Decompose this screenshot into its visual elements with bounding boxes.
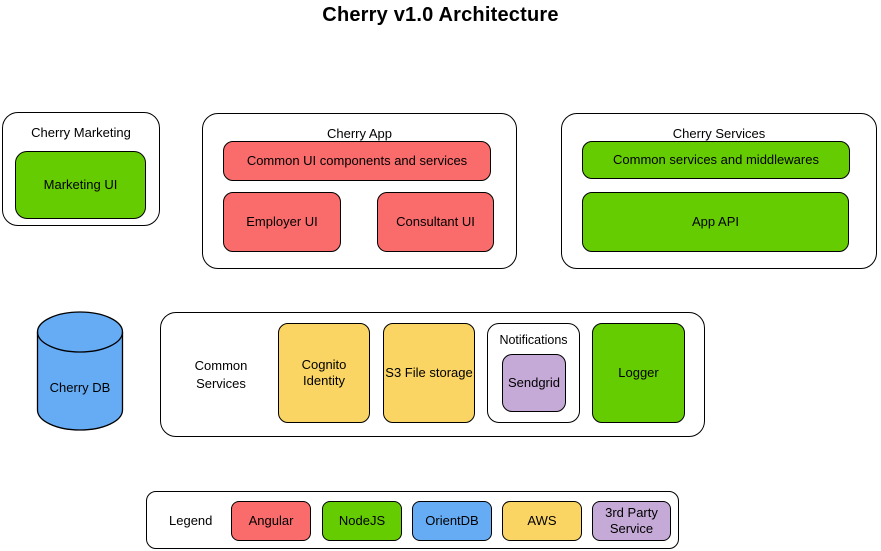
node-marketing-ui: Marketing UI [15,151,146,219]
node-common-ui-components: Common UI components and services [223,141,491,181]
legend-item-aws: AWS [502,501,582,541]
legend: Legend Angular NodeJS OrientDB AWS 3rd P… [146,491,679,549]
subgroup-label-notifications: Notifications [499,333,568,347]
database-icon [36,311,124,431]
group-label-cherry-services: Cherry Services [672,126,766,141]
subgroup-notifications: Notifications Sendgrid [487,323,580,423]
node-app-api: App API [582,192,849,252]
legend-title: Legend [169,513,213,528]
database-rim [36,331,124,353]
diagram-title: Cherry v1.0 Architecture [322,4,559,26]
group-label-common-services: Common Services [194,358,248,391]
group-label-cherry-app: Cherry App [326,126,393,141]
legend-item-angular: Angular [231,501,311,541]
legend-item-third-party-service: 3rd Party Service [592,501,671,541]
node-cherry-db-label: Cherry DB [50,380,111,395]
node-cognito-identity: Cognito Identity [278,323,370,423]
group-cherry-marketing: Cherry Marketing Marketing UI [2,112,160,226]
group-cherry-services: Cherry Services Common services and midd… [561,113,877,269]
node-common-services-middlewares: Common services and middlewares [582,141,850,179]
group-cherry-app: Cherry App Common UI components and serv… [202,113,517,269]
group-common-services: Common Services Cognito Identity S3 File… [160,312,705,437]
node-sendgrid: Sendgrid [502,354,566,412]
node-s3-file-storage: S3 File storage [383,323,475,423]
legend-item-nodejs: NodeJS [322,501,402,541]
node-logger: Logger [592,323,685,423]
node-consultant-ui: Consultant UI [377,192,494,252]
cherry-db-cylinder: Cherry DB [36,311,124,431]
node-employer-ui: Employer UI [223,192,341,252]
legend-item-orientdb: OrientDB [412,501,492,541]
group-label-cherry-marketing: Cherry Marketing [31,125,131,140]
